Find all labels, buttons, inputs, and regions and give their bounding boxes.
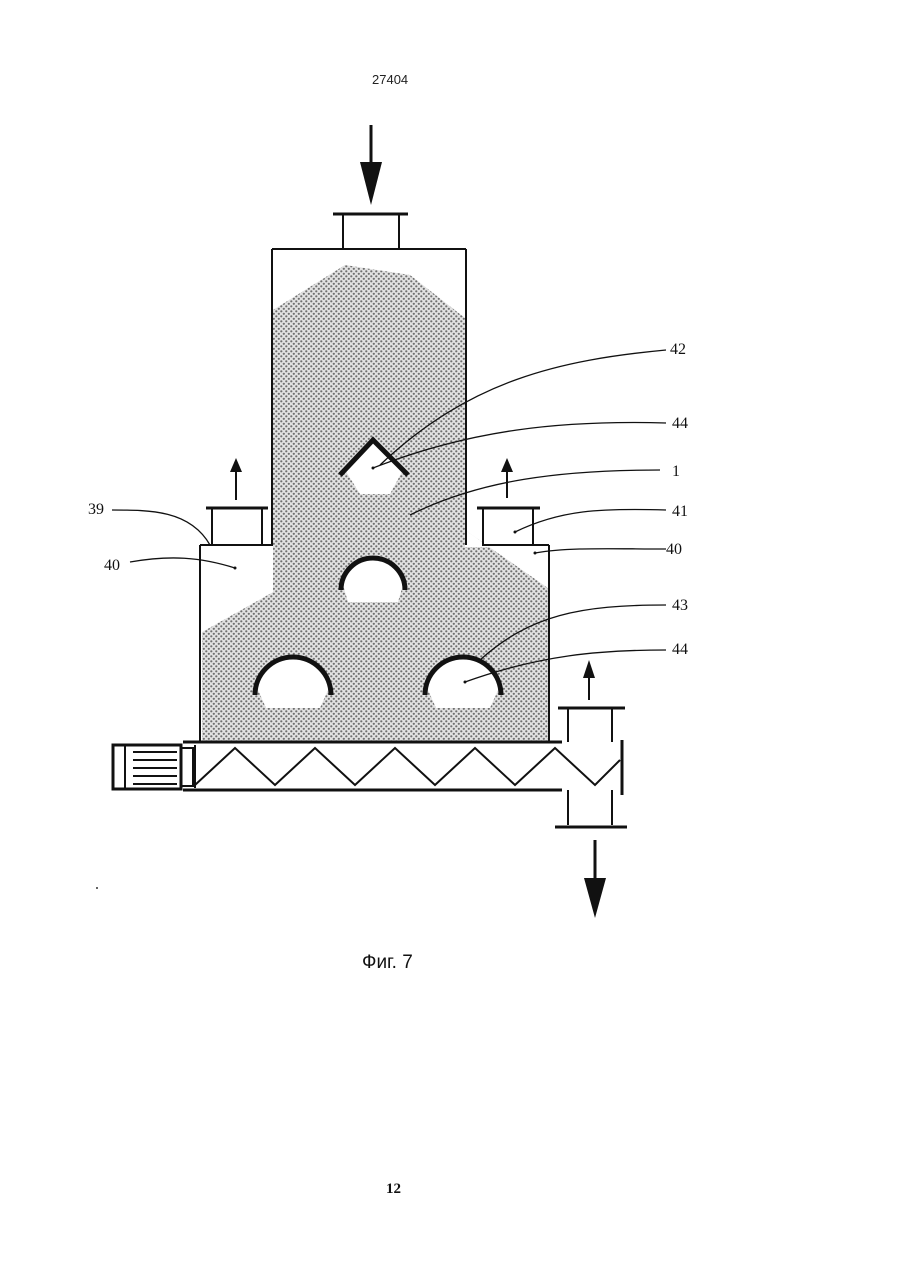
right-outlet-arrow xyxy=(501,458,513,498)
inlet-nozzle xyxy=(333,214,408,249)
discharge-outlet-arrow xyxy=(584,840,606,918)
callout-39: 39 xyxy=(88,501,104,518)
inlet-arrow xyxy=(360,125,382,205)
callout-1: 1 xyxy=(672,463,680,480)
screw-conveyor xyxy=(183,742,620,790)
callout-44-top: 44 xyxy=(672,415,688,432)
figure-caption: Фиг. 7 xyxy=(362,952,413,974)
stray-dot xyxy=(96,887,98,889)
callout-41: 41 xyxy=(672,503,688,520)
granular-material xyxy=(202,265,548,742)
callout-43: 43 xyxy=(672,597,688,614)
callout-40-left: 40 xyxy=(104,557,120,574)
right-outlet-nozzle xyxy=(477,508,540,545)
left-outlet-arrow xyxy=(230,458,242,500)
discharge-housing xyxy=(555,708,627,827)
callout-40-right: 40 xyxy=(666,541,682,558)
page-number: 12 xyxy=(386,1181,401,1198)
callout-44-bottom: 44 xyxy=(672,641,688,658)
discharge-vent-arrow xyxy=(583,660,595,700)
left-outlet-nozzle xyxy=(206,508,268,545)
callout-42: 42 xyxy=(670,341,686,358)
motor xyxy=(113,745,193,789)
